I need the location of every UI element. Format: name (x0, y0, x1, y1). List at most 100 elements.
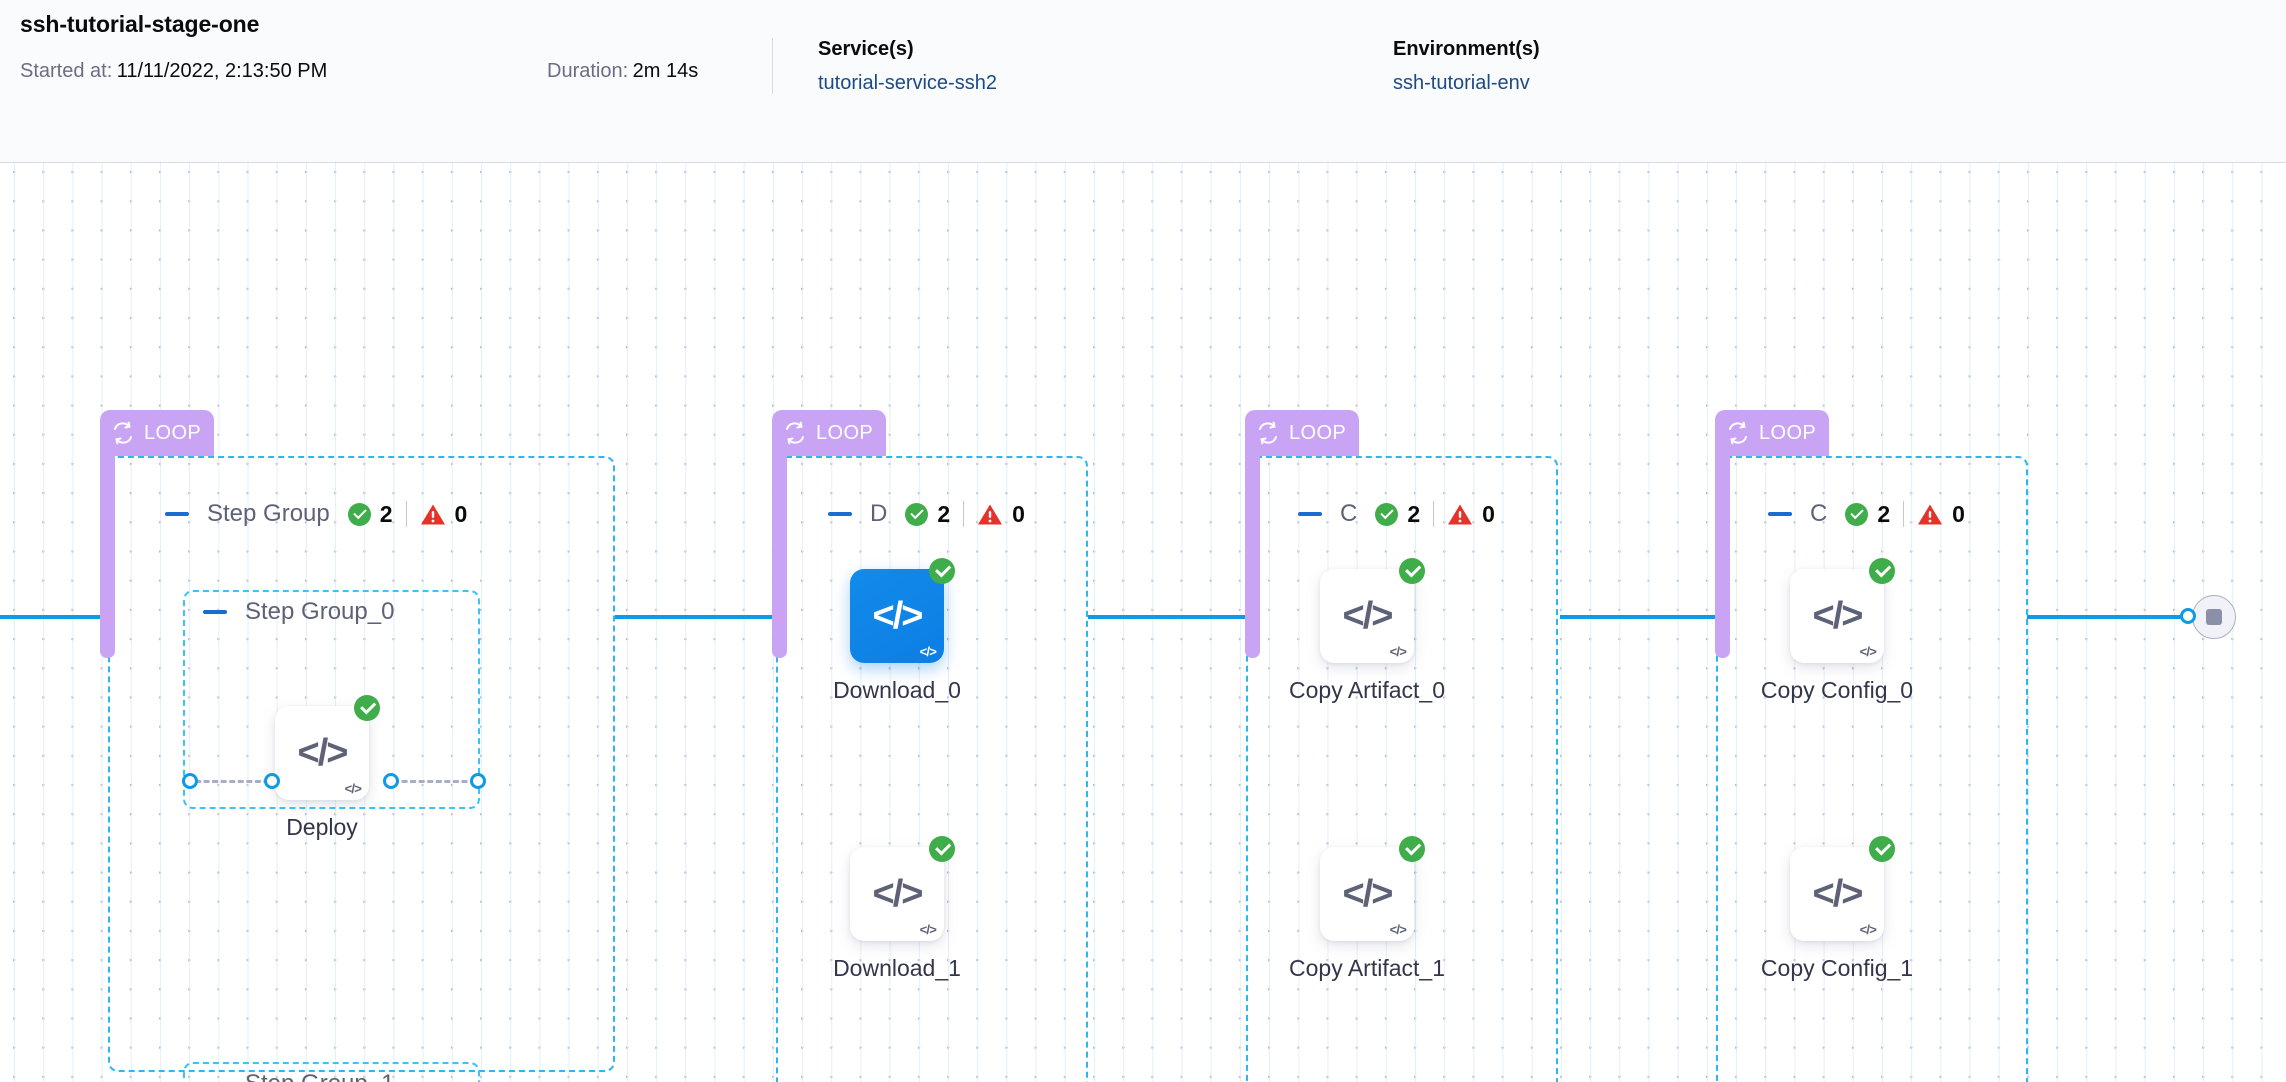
loop-badge-3[interactable]: LOOP (1245, 410, 1360, 456)
node-copy-artifact-0[interactable]: </> </> Copy Artifact_0 (1289, 558, 1445, 703)
node-card[interactable]: </> </> (275, 695, 380, 800)
status-counts-copy-artifact: 2 0 (1375, 501, 1495, 528)
node-label: Copy Artifact_1 (1289, 955, 1445, 981)
error-warning-icon (1917, 503, 1943, 526)
code-glyph-small-icon: </> (1859, 644, 1877, 659)
node-copy-config-0[interactable]: </> </> Copy Config_0 (1761, 558, 1913, 703)
success-count: 2 (937, 500, 951, 527)
group-box-copy-artifact[interactable] (1246, 456, 1558, 1082)
stop-square-icon (2206, 609, 2222, 625)
node-copy-config-1[interactable]: </> </> Copy Config_1 (1761, 836, 1913, 981)
error-count: 0 (454, 500, 468, 527)
collapse-toggle-copy-artifact[interactable] (1298, 512, 1322, 516)
status-divider (405, 501, 407, 527)
node-download-0[interactable]: </> </> Download_0 (833, 558, 961, 703)
group-header-copy-artifact: C 2 0 (1298, 500, 1495, 528)
node-status-success-icon (929, 836, 955, 862)
group-title-step-group-1: Step Group_1 (245, 1070, 394, 1082)
rail-group2-to-group3 (1088, 615, 1245, 619)
success-count: 2 (1407, 500, 1421, 527)
end-node-circle[interactable] (2192, 595, 2236, 639)
loop-badge-1[interactable]: LOOP (100, 410, 215, 456)
code-glyph-icon: </> (1342, 873, 1394, 915)
page-title: ssh-tutorial-stage-one (20, 11, 260, 37)
error-warning-icon (1447, 503, 1473, 526)
collapse-toggle-copy-config[interactable] (1768, 512, 1792, 516)
code-glyph-icon: </> (297, 732, 349, 774)
port-boundary-right-0[interactable] (470, 773, 486, 789)
pipeline-graph-canvas[interactable]: LOOP Step Group 2 0 Step Group_0 </> </> (0, 163, 2286, 1082)
port-boundary-left-0[interactable] (182, 773, 198, 789)
service-link[interactable]: tutorial-service-ssh2 (818, 72, 997, 94)
success-count: 2 (379, 500, 393, 527)
loop-badge-2[interactable]: LOOP (772, 410, 887, 456)
node-card[interactable]: </> </> (1320, 836, 1425, 941)
code-glyph-small-icon: </> (1389, 644, 1407, 659)
duration-block: Duration: 2m 14s (547, 60, 698, 83)
collapse-toggle-step-group-0[interactable] (203, 610, 227, 614)
group-header-step-group-0: Step Group_0 (203, 598, 412, 626)
loop-badge-4[interactable]: LOOP (1715, 410, 1830, 456)
services-block: Service(s) tutorial-service-ssh2 (818, 38, 997, 95)
loop-bar-3 (1245, 443, 1260, 658)
group-header-download: D 2 0 (828, 500, 1025, 528)
code-glyph-small-icon: </> (919, 644, 937, 659)
status-divider (963, 501, 965, 527)
collapse-toggle-download[interactable] (828, 512, 852, 516)
rail-group1-to-group2 (615, 615, 772, 619)
success-check-icon (1375, 502, 1399, 526)
error-warning-icon (420, 503, 446, 526)
duration-value: 2m 14s (632, 60, 699, 82)
node-card[interactable]: </> </> (850, 836, 955, 941)
group-title-step-group-0: Step Group_0 (245, 598, 395, 625)
group-title-step-group: Step Group (207, 500, 330, 527)
node-card[interactable]: </> </> (1320, 558, 1425, 663)
group-box-step-group-1[interactable] (183, 1062, 480, 1082)
loop-badge-label-4: LOOP (1759, 421, 1817, 444)
loop-bar-4 (1715, 443, 1730, 658)
node-download-1[interactable]: </> </> Download_1 (833, 836, 961, 981)
success-check-icon (1845, 502, 1869, 526)
collapse-toggle-step-group[interactable] (165, 512, 189, 516)
node-status-success-icon (1869, 558, 1895, 584)
node-card[interactable]: </> </> (850, 558, 955, 663)
services-label: Service(s) (818, 38, 914, 60)
pipeline-end-node[interactable] (2180, 595, 2236, 639)
node-label: Copy Artifact_0 (1289, 677, 1445, 703)
loop-badge-label-1: LOOP (144, 421, 202, 444)
code-glyph-small-icon: </> (344, 781, 362, 796)
end-node-port[interactable] (2180, 608, 2196, 624)
group-box-step-group[interactable] (108, 456, 615, 1072)
rail-group4-to-end (2027, 615, 2192, 619)
port-node-left-0[interactable] (264, 773, 280, 789)
node-card[interactable]: </> </> (1790, 558, 1895, 663)
code-glyph-icon: </> (1812, 595, 1864, 637)
node-status-success-icon (929, 558, 955, 584)
node-label: Copy Config_1 (1760, 955, 1914, 981)
dashed-link-out-0 (393, 780, 476, 783)
environment-link[interactable]: ssh-tutorial-env (1393, 72, 1530, 94)
node-label: Copy Config_0 (1760, 677, 1914, 703)
success-check-icon (905, 502, 929, 526)
node-deploy[interactable]: </> </> Deploy (275, 695, 380, 840)
group-title-copy-config: C (1810, 500, 1828, 527)
loop-icon (1729, 421, 1747, 445)
node-copy-artifact-1[interactable]: </> </> Copy Artifact_1 (1289, 836, 1445, 981)
node-label: Download_0 (833, 677, 961, 703)
success-check-icon (347, 502, 371, 526)
duration-label: Duration: (547, 60, 629, 82)
error-count: 0 (1482, 500, 1495, 527)
rail-group3-to-group4 (1560, 615, 1715, 619)
success-count: 2 (1877, 500, 1891, 527)
group-title-download: D (870, 500, 888, 527)
node-card[interactable]: </> </> (1790, 836, 1895, 941)
header-divider (772, 38, 773, 94)
loop-badge-label-2: LOOP (816, 421, 874, 444)
group-header-step-group-1: Step Group_1 (203, 1070, 412, 1082)
port-node-right-0[interactable] (383, 773, 399, 789)
status-counts-download: 2 0 (905, 501, 1025, 528)
group-box-step-group-0[interactable] (183, 590, 480, 809)
node-status-success-icon (1399, 558, 1425, 584)
group-box-copy-config[interactable] (1716, 456, 2028, 1082)
group-box-download[interactable] (776, 456, 1088, 1082)
